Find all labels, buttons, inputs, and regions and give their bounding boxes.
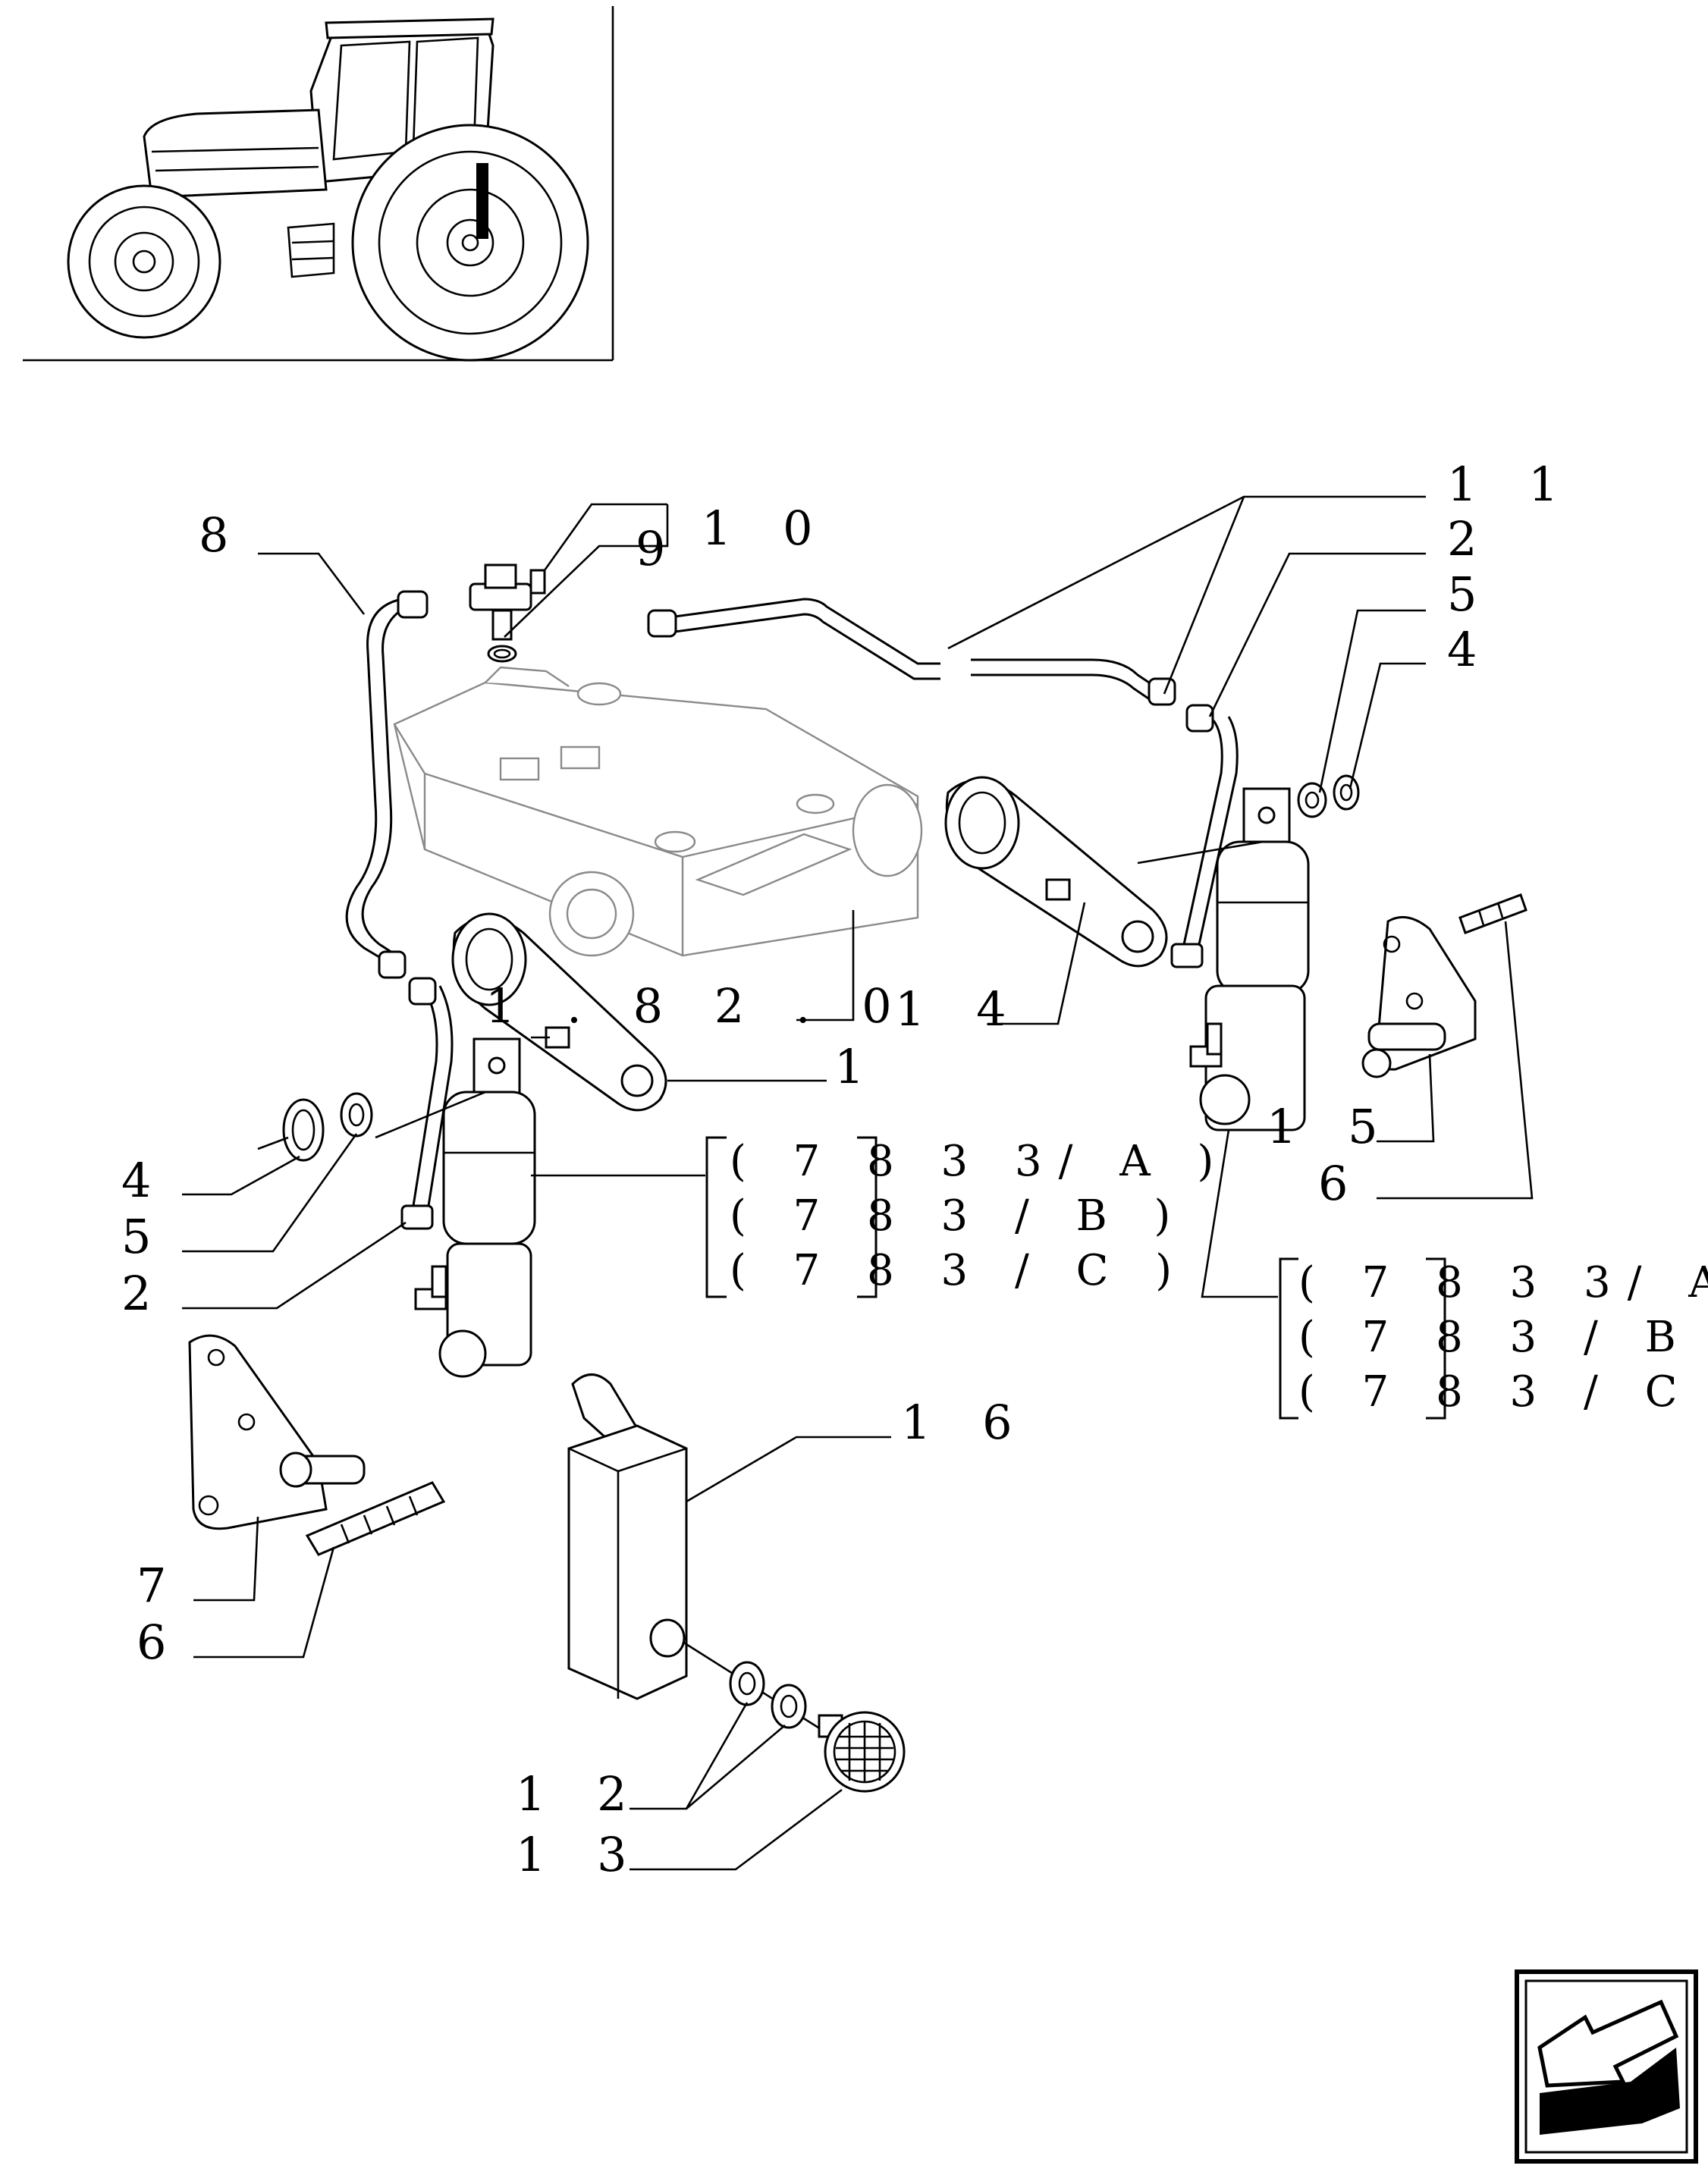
- stud-right: [1458, 893, 1527, 934]
- callout-14: 1 4: [895, 981, 1025, 1037]
- callout-12: 1 2: [516, 1766, 645, 1822]
- callout-ref-housing: 1 . 8 2 . 0: [485, 978, 910, 1034]
- stud-left: [305, 1481, 446, 1556]
- cylinder-ref-left-b: ( 7 8 3 / B ): [730, 1191, 1187, 1241]
- snap-ring-left: [257, 1092, 373, 1162]
- callout-13: 1 3: [516, 1827, 645, 1882]
- lift-housing: [393, 666, 923, 957]
- tee-fitting: [469, 563, 546, 663]
- cylinder-ref-right-b: ( 7 8 3 / B ): [1298, 1313, 1708, 1362]
- callout-5-right: 5: [1447, 567, 1495, 622]
- snap-ring-right: [1297, 774, 1360, 818]
- callout-16: 1 6: [901, 1395, 1031, 1450]
- leader-lines: [182, 495, 1534, 1871]
- callout-2-right: 2: [1447, 511, 1495, 567]
- cylinder-ref-left-a: ( 7 8 3 3/ A ): [730, 1137, 1230, 1186]
- callout-6-left: 6: [137, 1615, 184, 1670]
- lift-cylinder-right: [1137, 787, 1310, 1131]
- callout-4-right: 4: [1447, 622, 1495, 677]
- lift-arm-left: [451, 912, 667, 1112]
- bracket-right: [1361, 915, 1477, 1078]
- callout-11: 1 1: [1447, 457, 1577, 512]
- lift-cylinder-left: [375, 1037, 536, 1378]
- callout-4-left: 4: [121, 1153, 169, 1208]
- cylinder-ref-bracket-right: [1279, 1257, 1446, 1420]
- cylinder-ref-right-a: ( 7 8 3 3/ A ): [1298, 1258, 1708, 1307]
- hydraulic-hoses: [345, 590, 1239, 1230]
- callout-6-right: 6: [1318, 1156, 1366, 1211]
- callout-5-left: 5: [121, 1209, 169, 1264]
- callout-15: 1 5: [1267, 1099, 1396, 1154]
- cylinder-ref-right-c: ( 7 8 3 / C ): [1298, 1367, 1708, 1417]
- callout-10: 1 0: [702, 501, 831, 556]
- support-post: [567, 1373, 688, 1700]
- callout-7: 7: [137, 1558, 184, 1613]
- cylinder-ref-left-c: ( 7 8 3 / C ): [730, 1246, 1188, 1295]
- bracket-left: [188, 1334, 366, 1530]
- tractor-thumbnail-icon: [23, 6, 614, 362]
- callout-9: 9: [636, 521, 683, 576]
- callout-1: 1: [834, 1039, 882, 1094]
- lift-arm-right: [944, 776, 1168, 968]
- previous-page-arrow-icon[interactable]: [1515, 1969, 1698, 2164]
- cylinder-ref-bracket-left: [705, 1136, 878, 1298]
- callout-2-left: 2: [121, 1266, 169, 1321]
- callout-8: 8: [199, 507, 246, 563]
- reflector: [682, 1640, 906, 1793]
